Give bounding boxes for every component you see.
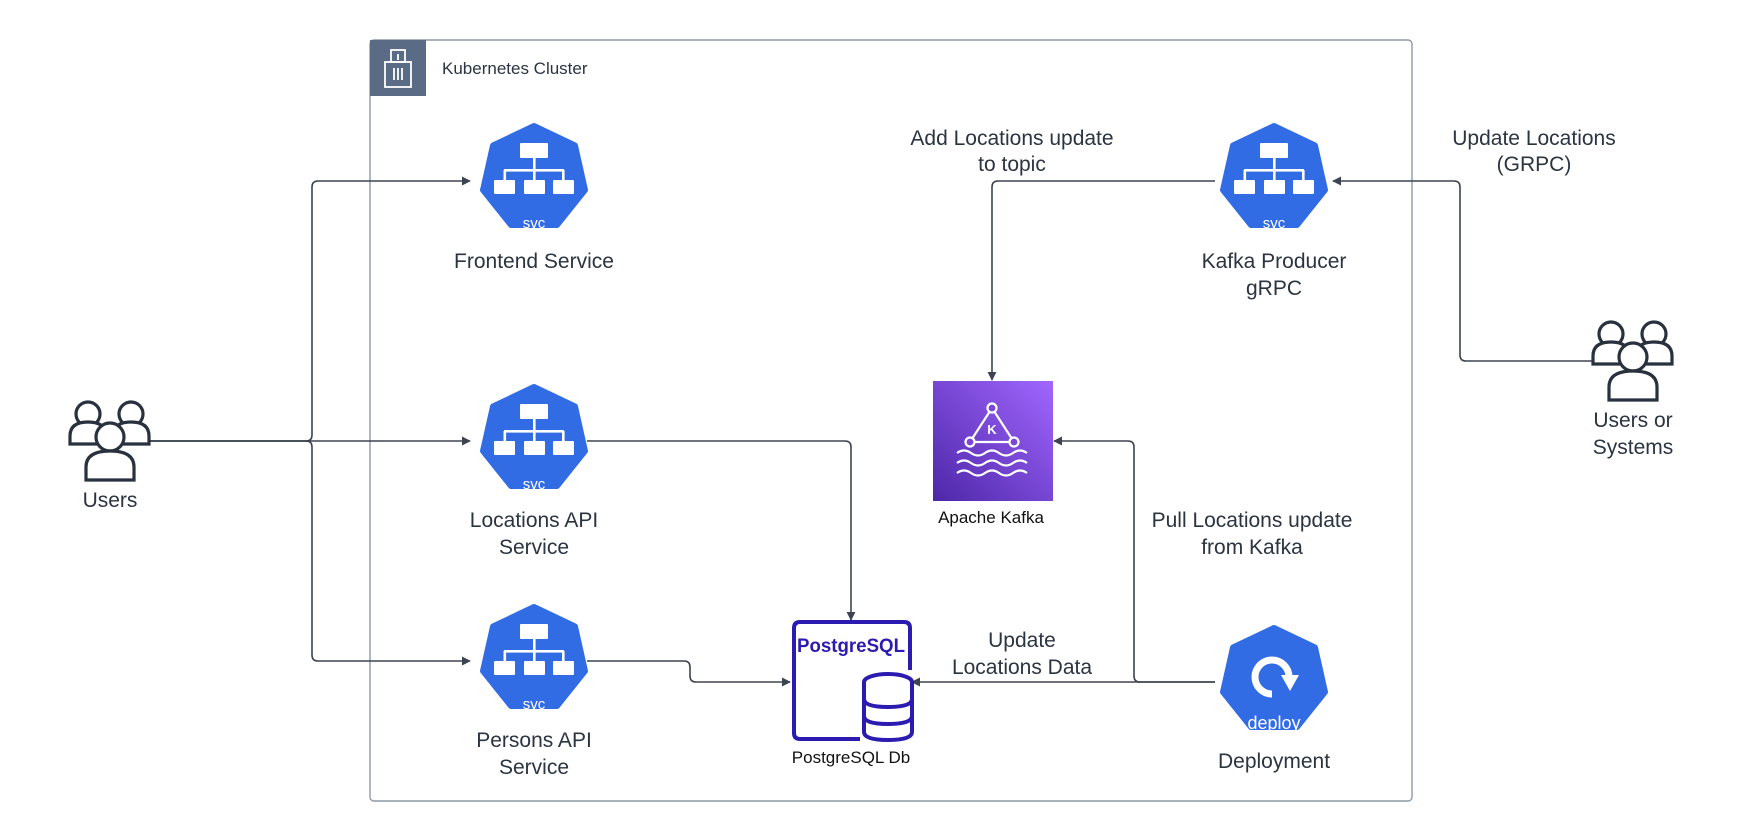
deploy-icon [1251, 656, 1299, 701]
persons-api-label-line1: Persons API [476, 729, 592, 752]
apache-kafka-node[interactable]: K Apache Kafka [933, 381, 1053, 527]
postgresql-logo-text: PostgreSQL [797, 636, 905, 657]
pull-from-kafka-label-line1: Pull Locations update [1152, 509, 1353, 532]
locations-api-service-node[interactable]: svc Locations API Service [470, 387, 598, 559]
postgresql-node[interactable]: PostgreSQL PostgreSQL Db [792, 620, 914, 767]
update-grpc-label-line1: Update Locations [1452, 127, 1615, 150]
deployment-node[interactable]: deploy Deployment [1218, 628, 1330, 773]
kafka-icon-letter: K [987, 422, 997, 437]
edge-external-producer[interactable] [1332, 176, 1592, 362]
external-users-label-line2: Systems [1593, 436, 1674, 459]
cluster-title: Kubernetes Cluster [442, 59, 588, 78]
building-icon-glyph [384, 49, 412, 88]
cluster-border [369, 39, 1413, 802]
svc-badge: svc [1263, 215, 1286, 232]
persons-api-label-line2: Service [499, 756, 569, 779]
kubernetes-cluster[interactable]: Kubernetes Cluster [369, 39, 1413, 802]
locations-api-label-line2: Service [499, 536, 569, 559]
users-label: Users [83, 489, 138, 512]
frontend-label: Frontend Service [454, 250, 614, 273]
users-icon [1591, 320, 1674, 402]
edge-users-frontend[interactable] [148, 176, 471, 442]
users-node[interactable]: Users [68, 400, 151, 512]
postgresql-label: PostgreSQL Db [792, 748, 910, 767]
edge-locations-api-postgres[interactable] [587, 440, 856, 621]
update-data-label-line2: Locations Data [952, 656, 1092, 679]
postgresql-icon [792, 620, 914, 743]
svc-badge: svc [523, 215, 546, 232]
edge-deployment-kafka[interactable] [1053, 436, 1215, 683]
locations-api-label-line1: Locations API [470, 509, 598, 532]
persons-api-service-node[interactable]: svc Persons API Service [476, 607, 592, 779]
deploy-badge: deploy [1247, 713, 1300, 733]
update-data-label-line1: Update [988, 629, 1056, 652]
update-grpc-label-line2: (GRPC) [1497, 153, 1572, 176]
add-to-topic-label-line1: Add Locations update [910, 127, 1113, 150]
connectors [148, 176, 1592, 687]
kafka-producer-node[interactable]: svc Kafka Producer gRPC [1202, 126, 1347, 300]
kafka-producer-label-line2: gRPC [1246, 277, 1302, 300]
external-users-label-line1: Users or [1593, 409, 1672, 432]
kafka-icon [956, 402, 1028, 477]
svc-badge: svc [523, 476, 546, 493]
edge-producer-kafka[interactable] [987, 180, 1215, 381]
frontend-service-node[interactable]: svc Frontend Service [454, 126, 614, 273]
add-to-topic-label-line2: to topic [978, 153, 1046, 176]
kafka-producer-label-line1: Kafka Producer [1202, 250, 1347, 273]
deployment-label: Deployment [1218, 750, 1330, 773]
pull-from-kafka-label-line2: from Kafka [1201, 536, 1303, 559]
edge-persons-api-postgres[interactable] [587, 660, 791, 687]
users-icon [68, 400, 151, 482]
edge-labels: Add Locations update to topic Update Loc… [910, 127, 1615, 679]
external-users-node[interactable]: Users or Systems [1591, 320, 1674, 459]
svc-badge: svc [523, 696, 546, 713]
kafka-label: Apache Kafka [938, 508, 1044, 527]
edge-users-persons-api[interactable] [148, 440, 471, 666]
